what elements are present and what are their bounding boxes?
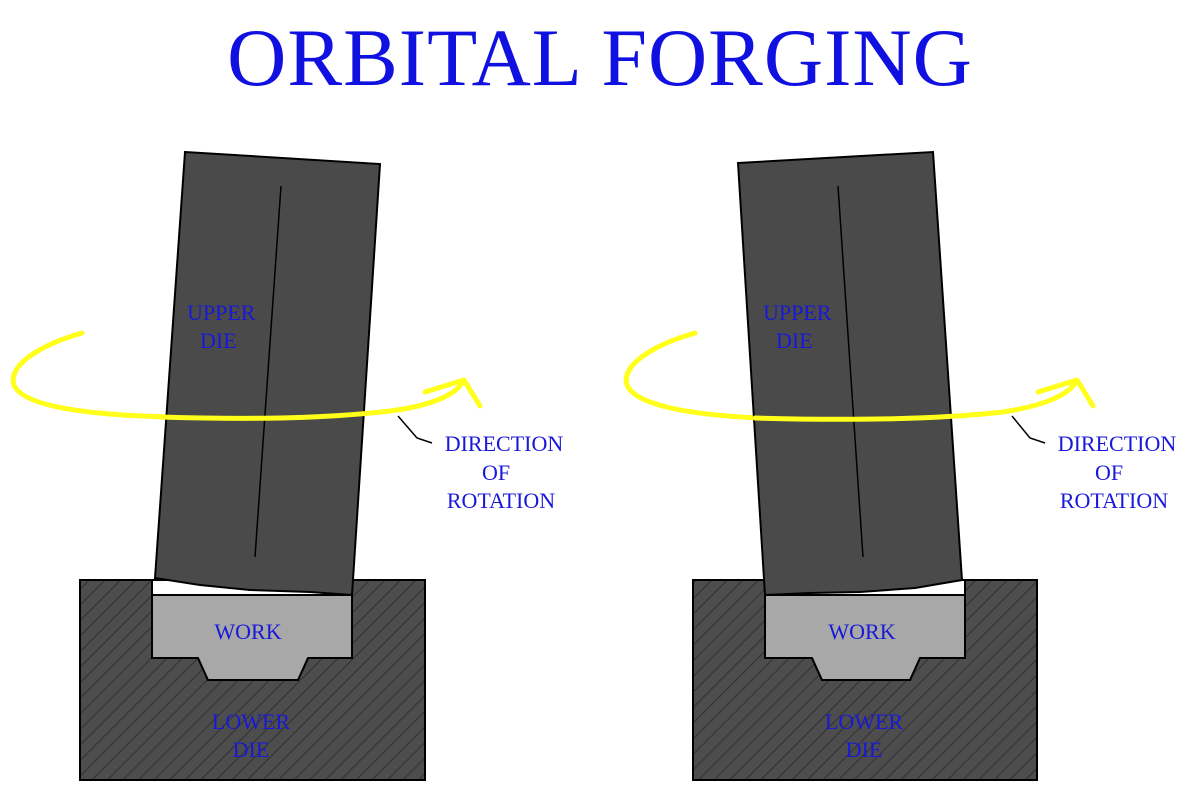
upper-die-label-line1: UPPER	[763, 300, 832, 325]
upper-die: UPPER DIE	[736, 150, 964, 597]
panel-left: LOWER DIE WORK UPPER DIE DIRECTION OF RO…	[10, 150, 564, 781]
diagram-title: ORBITAL FORGING	[227, 12, 973, 103]
upper-die: UPPER DIE	[153, 150, 382, 597]
arrowhead-icon	[1035, 377, 1096, 409]
rotation-arrow-front	[157, 377, 483, 421]
upper-die-label-line1: UPPER	[187, 300, 256, 325]
rotation-label-line2: OF	[482, 460, 510, 485]
lower-die-label-line1: LOWER	[212, 709, 291, 734]
upper-die-axis	[837, 185, 864, 558]
rotation-arrow-back	[623, 330, 763, 421]
rotation-label-line1: DIRECTION	[1058, 431, 1177, 456]
workpiece: WORK	[764, 594, 966, 681]
arrowhead-icon	[422, 377, 483, 409]
rotation-label-line3: ROTATION	[1060, 488, 1168, 513]
work-label: WORK	[214, 619, 281, 644]
rotation-label-line1: DIRECTION	[445, 431, 564, 456]
lower-die-label-line2: DIE	[846, 737, 883, 762]
workpiece: WORK	[151, 594, 353, 681]
panel-right: LOWER DIE WORK UPPER DIE DIRECTION OF RO…	[623, 150, 1177, 781]
rotation-arrow-back	[10, 330, 173, 420]
rotation-arrow-front	[752, 377, 1096, 422]
rotation-callout: DIRECTION OF ROTATION	[397, 415, 564, 513]
lower-die-label-line1: LOWER	[825, 709, 904, 734]
upper-die-axis	[254, 185, 282, 558]
upper-die-label-line2: DIE	[776, 328, 813, 353]
rotation-label-line3: ROTATION	[447, 488, 555, 513]
lower-die-label-line2: DIE	[233, 737, 270, 762]
rotation-label-line2: OF	[1095, 460, 1123, 485]
work-label: WORK	[828, 619, 895, 644]
upper-die-label-line2: DIE	[200, 328, 237, 353]
rotation-callout: DIRECTION OF ROTATION	[1011, 415, 1177, 513]
